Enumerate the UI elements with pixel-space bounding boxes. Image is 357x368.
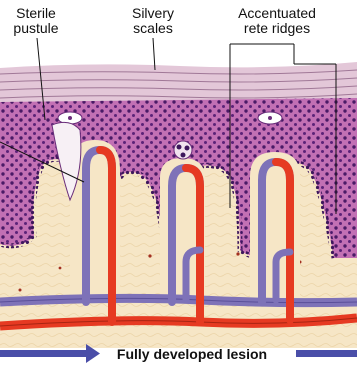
label-rete-ridges: Accentuated rete ridges: [222, 6, 332, 36]
neutrophil-cluster: [174, 141, 192, 159]
caption: Fully developed lesion: [92, 346, 292, 362]
label-sterile-pustule: Sterile pustule: [6, 6, 66, 36]
label-silvery-scales: Silvery scales: [118, 6, 188, 36]
scale-layer: [0, 62, 357, 104]
